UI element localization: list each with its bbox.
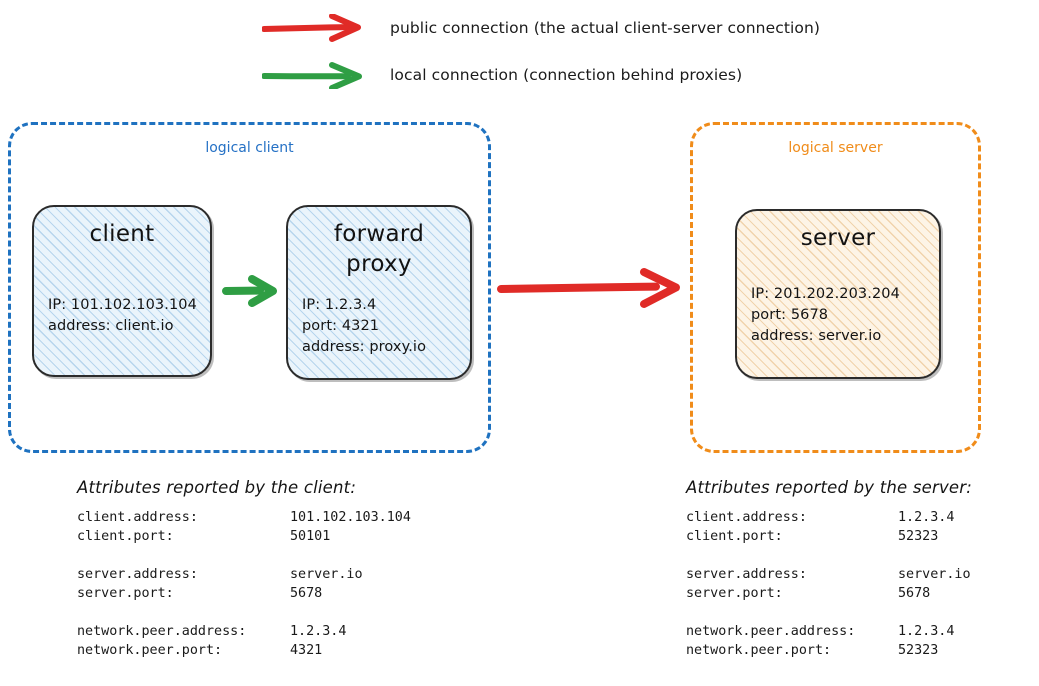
node-client[interactable]: client IP: 101.102.103.104 address: clie… <box>32 205 212 377</box>
attr-key <box>77 546 290 565</box>
green-arrow-icon <box>222 272 284 310</box>
node-client-attributes: IP: 101.102.103.104 address: client.io <box>48 295 197 337</box>
table-row: server.port: 5678 <box>686 584 971 603</box>
attr-value: 4321 <box>290 643 323 658</box>
logical-client-label: logical client <box>197 137 302 159</box>
node-server-attr-address: address: server.io <box>751 328 882 344</box>
attr-value: 52323 <box>898 529 939 544</box>
attr-value: 52323 <box>898 643 939 658</box>
table-row-spacer <box>686 546 971 565</box>
attr-value: server.io <box>290 567 363 582</box>
red-arrow-icon <box>261 13 372 42</box>
table-row: network.peer.port: 4321 <box>77 641 411 660</box>
legend-label-public-connection: public connection (the actual client-ser… <box>390 19 821 37</box>
table-row: server.address: server.io <box>686 565 971 584</box>
node-forward-proxy[interactable]: forward proxy IP: 1.2.3.4 port: 4321 add… <box>286 205 472 380</box>
logical-server-group: logical server <box>690 122 981 453</box>
table-row: network.peer.port: 52323 <box>686 641 971 660</box>
table-row: client.port: 52323 <box>686 527 971 546</box>
attr-key <box>686 546 898 565</box>
attr-value: 1.2.3.4 <box>898 624 955 639</box>
logical-server-label: logical server <box>780 137 891 159</box>
attr-key: network.peer.port: <box>686 643 832 658</box>
green-arrow-icon <box>261 61 372 91</box>
table-row: network.peer.address: 1.2.3.4 <box>686 622 971 641</box>
attr-value <box>290 546 411 565</box>
table-row: client.address: 101.102.103.104 <box>77 508 411 527</box>
node-client-title: client <box>89 221 155 247</box>
legend-item-local-connection: local connection (connection behind prox… <box>261 61 743 91</box>
attributes-panel-client: Attributes reported by the client: clien… <box>77 478 411 660</box>
attr-value: 1.2.3.4 <box>898 510 955 525</box>
attributes-panel-server: Attributes reported by the server: clien… <box>686 478 972 660</box>
attributes-server-heading: Attributes reported by the server: <box>686 478 973 497</box>
attr-value: 5678 <box>290 586 323 601</box>
attr-key: client.port: <box>686 529 783 544</box>
attr-value <box>290 603 411 622</box>
attr-key: client.address: <box>686 510 807 525</box>
table-row: client.port: 50101 <box>77 527 411 546</box>
table-row-spacer <box>686 603 971 622</box>
attr-value <box>898 546 971 565</box>
attr-value: 50101 <box>290 529 331 544</box>
table-row-spacer <box>77 546 411 565</box>
attr-key <box>686 603 898 622</box>
attr-value: 5678 <box>898 586 931 601</box>
node-forward-proxy-attr-address: address: proxy.io <box>302 339 427 355</box>
node-server-attributes: IP: 201.202.203.204 port: 5678 address: … <box>751 284 925 347</box>
attr-key: server.port: <box>77 586 174 601</box>
table-row: client.address: 1.2.3.4 <box>686 508 971 527</box>
red-arrow-icon <box>496 263 686 313</box>
node-server[interactable]: server IP: 201.202.203.204 port: 5678 ad… <box>735 209 941 379</box>
node-server-attr-port: port: 5678 <box>751 307 829 323</box>
attr-key: client.port: <box>77 529 174 544</box>
attr-key: server.address: <box>686 567 807 582</box>
node-forward-proxy-attributes: IP: 1.2.3.4 port: 4321 address: proxy.io <box>302 295 456 358</box>
attr-key: client.address: <box>77 510 198 525</box>
node-server-attr-ip: IP: 201.202.203.204 <box>751 286 900 302</box>
attr-value: 1.2.3.4 <box>290 624 347 639</box>
node-server-title: server <box>800 225 876 251</box>
legend-item-public-connection: public connection (the actual client-ser… <box>261 13 821 42</box>
node-client-attr-ip: IP: 101.102.103.104 <box>48 297 197 313</box>
attr-key: network.peer.address: <box>77 624 247 639</box>
attr-value: 101.102.103.104 <box>290 510 411 525</box>
attr-value: server.io <box>898 567 971 582</box>
node-forward-proxy-title: forward proxy <box>333 221 425 277</box>
table-row: server.address: server.io <box>77 565 411 584</box>
table-row: server.port: 5678 <box>77 584 411 603</box>
attributes-server-tbody: client.address: 1.2.3.4 client.port: 523… <box>686 508 971 660</box>
table-row-spacer <box>77 603 411 622</box>
attributes-client-tbody: client.address: 101.102.103.104 client.p… <box>77 508 411 660</box>
node-client-attr-address: address: client.io <box>48 318 174 334</box>
node-forward-proxy-attr-port: port: 4321 <box>302 318 380 334</box>
attributes-server-table: client.address: 1.2.3.4 client.port: 523… <box>686 508 971 660</box>
table-row: network.peer.address: 1.2.3.4 <box>77 622 411 641</box>
node-forward-proxy-attr-ip: IP: 1.2.3.4 <box>302 297 377 313</box>
attr-key: server.address: <box>77 567 198 582</box>
attributes-client-heading: Attributes reported by the client: <box>77 478 357 497</box>
attr-key <box>77 603 290 622</box>
attr-value <box>898 603 971 622</box>
attributes-client-table: client.address: 101.102.103.104 client.p… <box>77 508 411 660</box>
attr-key: network.peer.address: <box>686 624 856 639</box>
attr-key: server.port: <box>686 586 783 601</box>
attr-key: network.peer.port: <box>77 643 223 658</box>
legend-label-local-connection: local connection (connection behind prox… <box>390 66 743 84</box>
logical-client-group: logical client <box>8 122 491 453</box>
